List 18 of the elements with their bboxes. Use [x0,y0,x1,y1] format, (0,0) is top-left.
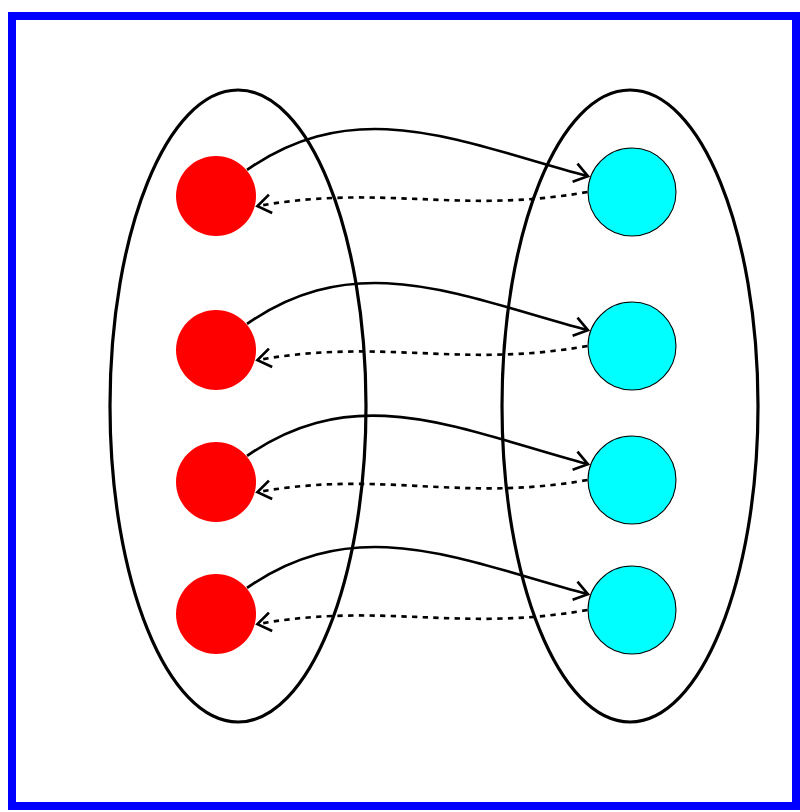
dotted-arrow [255,608,588,633]
circle [176,442,256,522]
dotted-arrow [255,190,588,215]
circle [587,565,677,655]
curved-arrow [246,414,591,471]
curved-arrow [246,545,591,601]
circle [587,301,677,391]
circle [587,435,677,525]
ellipse [108,88,368,724]
curved-arrow [246,281,591,337]
circle [587,147,677,237]
circle [176,574,256,654]
dotted-arrow [255,344,588,369]
curved-arrow [246,127,591,183]
circle [176,156,256,236]
ellipse [500,88,760,724]
dotted-arrow [255,478,588,501]
circle [176,310,256,390]
